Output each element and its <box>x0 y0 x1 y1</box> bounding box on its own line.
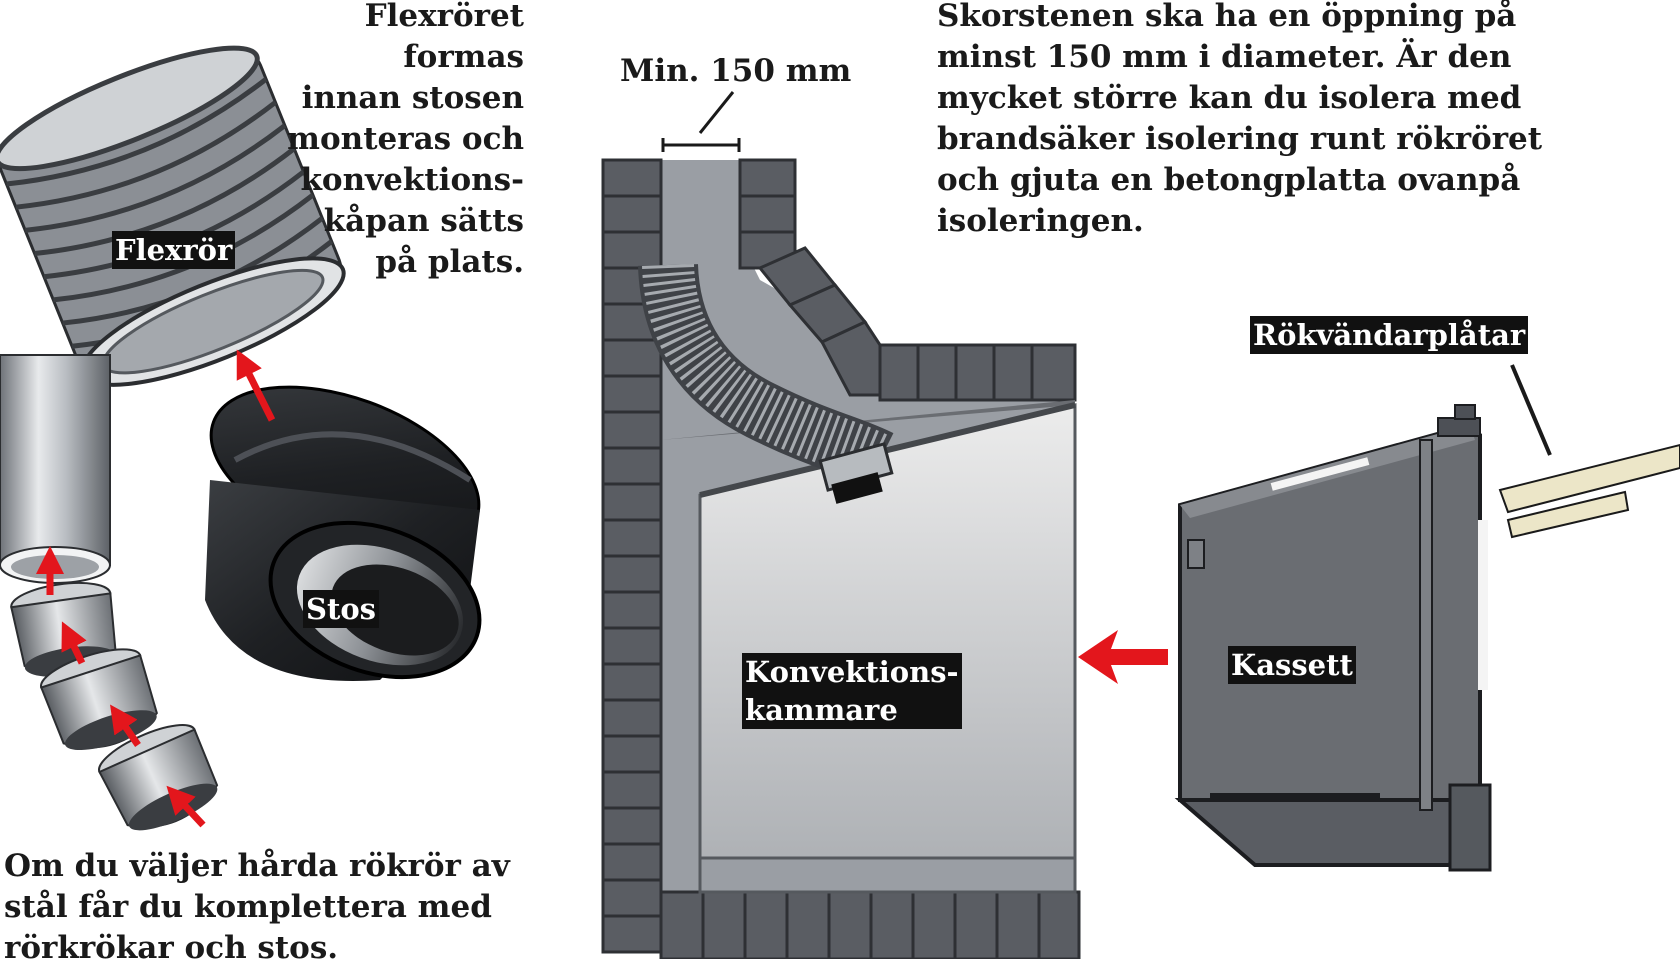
konvektionskammare-label: Konvektions- kammare <box>742 653 962 729</box>
arrow-into-elbow3 <box>166 785 206 828</box>
arrow-elbow3-to-elbow2 <box>110 704 141 747</box>
convection-chamber <box>660 400 1077 894</box>
min-diameter-label: Min. 150 mm <box>620 53 852 89</box>
stos-label: Stos <box>303 590 380 628</box>
brick-row-bottom <box>659 890 1081 959</box>
flexror-label: Flexrör <box>112 231 236 269</box>
brick-row-top <box>878 343 1077 402</box>
kassett-label: Kassett <box>1228 646 1356 684</box>
assembly-arrows-left <box>36 349 276 828</box>
min-diameter-marker <box>661 91 741 152</box>
steel-pipe-note: Om du väljer hårda rökrör av stål får du… <box>4 848 510 966</box>
chimney-note: Skorstenen ska ha en öppning på minst 15… <box>937 0 1543 239</box>
flex-pipe <box>0 45 346 387</box>
arrow-cassette-to-chamber <box>1078 630 1168 684</box>
stos-collar <box>205 385 482 681</box>
rokvandarplatar <box>1498 364 1680 539</box>
rokvandarplatar-label: Rökvändarplåtar <box>1250 316 1529 354</box>
arrow-stos-to-flex <box>236 349 276 422</box>
arrow-elbow2-to-elbow1 <box>61 621 87 665</box>
brick-wall-right-top <box>738 158 882 397</box>
flexror-note: Flexröret formas innan stosen monteras o… <box>287 0 524 280</box>
cassette <box>1174 404 1492 872</box>
flex-pipe-installed <box>638 263 894 504</box>
steel-pipe <box>0 354 111 584</box>
